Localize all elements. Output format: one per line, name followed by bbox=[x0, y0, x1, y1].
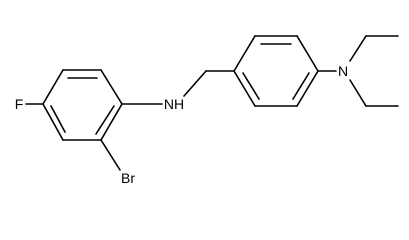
c-br-bond bbox=[100, 139, 121, 171]
ring-a-bond bbox=[42, 103, 64, 141]
n-ethyl-lower-bond bbox=[349, 79, 367, 107]
n-ethyl-upper-bond bbox=[349, 35, 367, 62]
bromine-label: Br bbox=[121, 170, 135, 184]
ring-a-double-bond bbox=[95, 105, 115, 135]
fluorobromo-benzene-ring bbox=[42, 69, 123, 141]
ring-b-double-bond bbox=[292, 72, 310, 100]
molecule-structure-diagram: F NH N Br bbox=[15, 35, 399, 184]
ring-b-bond bbox=[296, 70, 319, 107]
amine-nh-label: NH bbox=[164, 96, 184, 112]
aminophenyl-ring bbox=[233, 35, 319, 107]
ring-b-bond bbox=[296, 35, 319, 72]
ring-a-bond bbox=[100, 69, 123, 105]
ring-a-bond bbox=[42, 69, 64, 105]
ring-b-double-bond bbox=[242, 72, 260, 100]
ring-a-double-bond bbox=[50, 105, 66, 133]
ring-b-bond bbox=[233, 70, 256, 107]
amine-n-label: N bbox=[338, 63, 348, 79]
ring-b-bond bbox=[233, 35, 256, 72]
nh-ch2-bond bbox=[183, 70, 207, 97]
ring-a-bond bbox=[100, 103, 123, 141]
fluorine-label: F bbox=[15, 96, 24, 112]
